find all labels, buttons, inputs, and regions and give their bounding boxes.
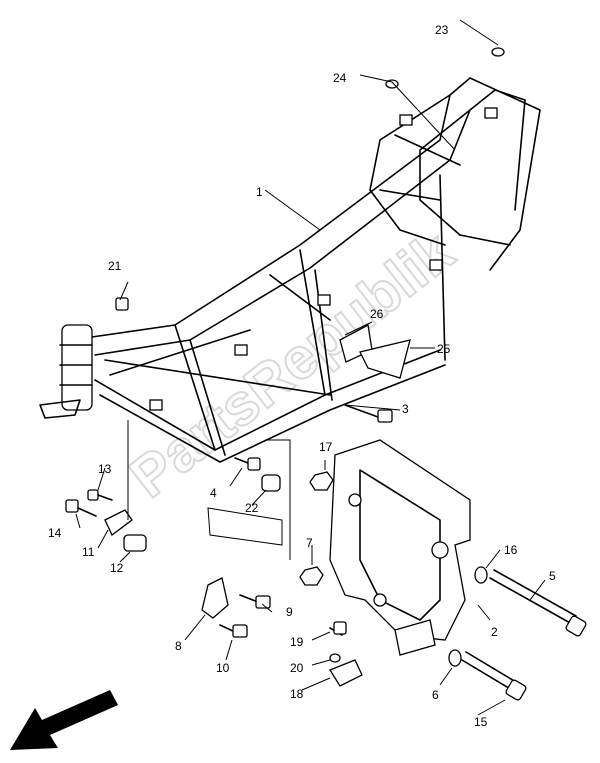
callout-2: 2 bbox=[491, 625, 498, 639]
callout-13: 13 bbox=[98, 462, 112, 476]
callout-4: 4 bbox=[210, 486, 217, 500]
arrow-down-left-icon bbox=[10, 690, 118, 750]
plate-8 bbox=[201, 577, 229, 619]
callout-17: 17 bbox=[319, 440, 333, 454]
callout-6: 6 bbox=[432, 688, 439, 702]
part-25-plate bbox=[359, 339, 411, 379]
callout-22: 22 bbox=[245, 501, 259, 515]
callout-24: 24 bbox=[333, 71, 347, 85]
assembly-lines bbox=[75, 19, 546, 716]
callout-19: 19 bbox=[290, 635, 304, 649]
callout-20: 20 bbox=[290, 661, 304, 675]
part-24-cap bbox=[385, 79, 399, 89]
nut-17 bbox=[309, 471, 334, 491]
bolt-13 bbox=[87, 489, 113, 501]
bolt-9 bbox=[239, 594, 271, 609]
callout-8: 8 bbox=[175, 639, 182, 653]
callout-5: 5 bbox=[549, 569, 556, 583]
callout-25: 25 bbox=[437, 342, 451, 356]
callout-14: 14 bbox=[48, 526, 62, 540]
callout-15: 15 bbox=[474, 715, 488, 729]
bolt-14 bbox=[65, 499, 97, 517]
callout-3: 3 bbox=[402, 402, 409, 416]
plate-11 bbox=[104, 509, 133, 537]
long-bolt-15 bbox=[461, 651, 527, 701]
bolt-4 bbox=[234, 457, 261, 471]
bolt-3 bbox=[344, 404, 393, 423]
callout-11: 11 bbox=[82, 545, 95, 559]
part-21-collar bbox=[115, 297, 129, 311]
washer-16 bbox=[474, 566, 488, 584]
callout-23: 23 bbox=[435, 23, 449, 37]
clip-18 bbox=[329, 659, 363, 687]
callout-26: 26 bbox=[370, 307, 384, 321]
engine-mount-bracket bbox=[329, 439, 471, 656]
washer-20 bbox=[329, 653, 341, 663]
collar-12 bbox=[123, 534, 147, 552]
collar-22 bbox=[261, 474, 281, 492]
callout-12: 12 bbox=[110, 561, 124, 575]
callout-9: 9 bbox=[286, 605, 293, 619]
washer-6 bbox=[448, 649, 462, 667]
bolt-10 bbox=[219, 624, 248, 638]
long-bolt-5 bbox=[489, 569, 587, 637]
callout-16: 16 bbox=[504, 543, 518, 557]
main-frame bbox=[39, 77, 541, 463]
callout-1: 1 bbox=[256, 185, 263, 199]
nut-7 bbox=[299, 566, 324, 586]
part-23-cap bbox=[491, 47, 505, 57]
callout-21: 21 bbox=[108, 259, 122, 273]
callout-10: 10 bbox=[216, 661, 230, 675]
callout-18: 18 bbox=[290, 687, 304, 701]
steering-head bbox=[61, 324, 93, 411]
callout-7: 7 bbox=[306, 536, 313, 550]
bolt-19 bbox=[329, 621, 347, 636]
